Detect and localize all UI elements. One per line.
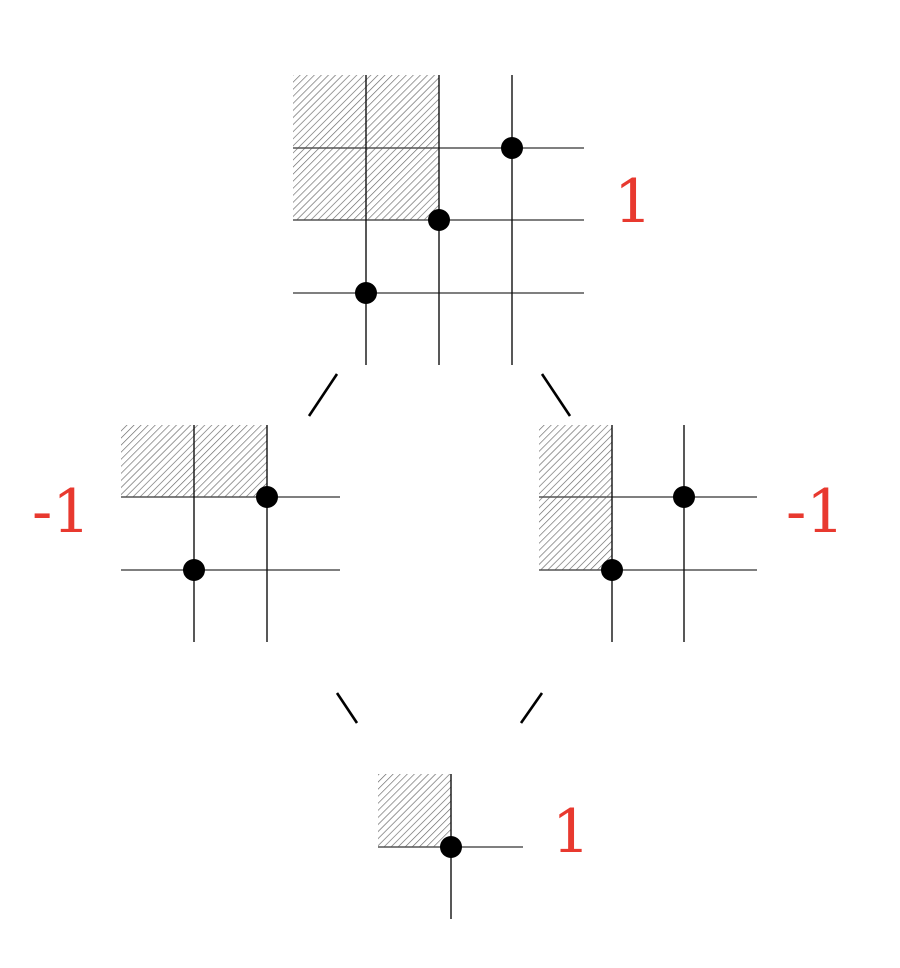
node-left — [121, 425, 340, 642]
sign-label-right: -1 — [786, 477, 845, 547]
sign-label-top: 1 — [614, 167, 653, 237]
node-top — [293, 75, 584, 365]
nodes — [121, 75, 757, 919]
dot — [501, 137, 523, 159]
node-right — [539, 425, 757, 642]
sign-label-left: -1 — [32, 477, 91, 547]
dot — [355, 282, 377, 304]
hatched-region — [378, 774, 451, 847]
edge-top-to-left — [307, 373, 339, 417]
edges — [307, 373, 572, 724]
dot — [440, 836, 462, 858]
edge-left-to-bottom — [335, 692, 359, 724]
edge-right-to-bottom — [519, 692, 544, 724]
dot — [428, 209, 450, 231]
edge-top-to-right — [540, 373, 572, 417]
dot — [256, 486, 278, 508]
dot — [183, 559, 205, 581]
dot — [601, 559, 623, 581]
node-bottom — [378, 774, 523, 919]
sign-label-bottom: 1 — [552, 797, 591, 867]
dot — [673, 486, 695, 508]
